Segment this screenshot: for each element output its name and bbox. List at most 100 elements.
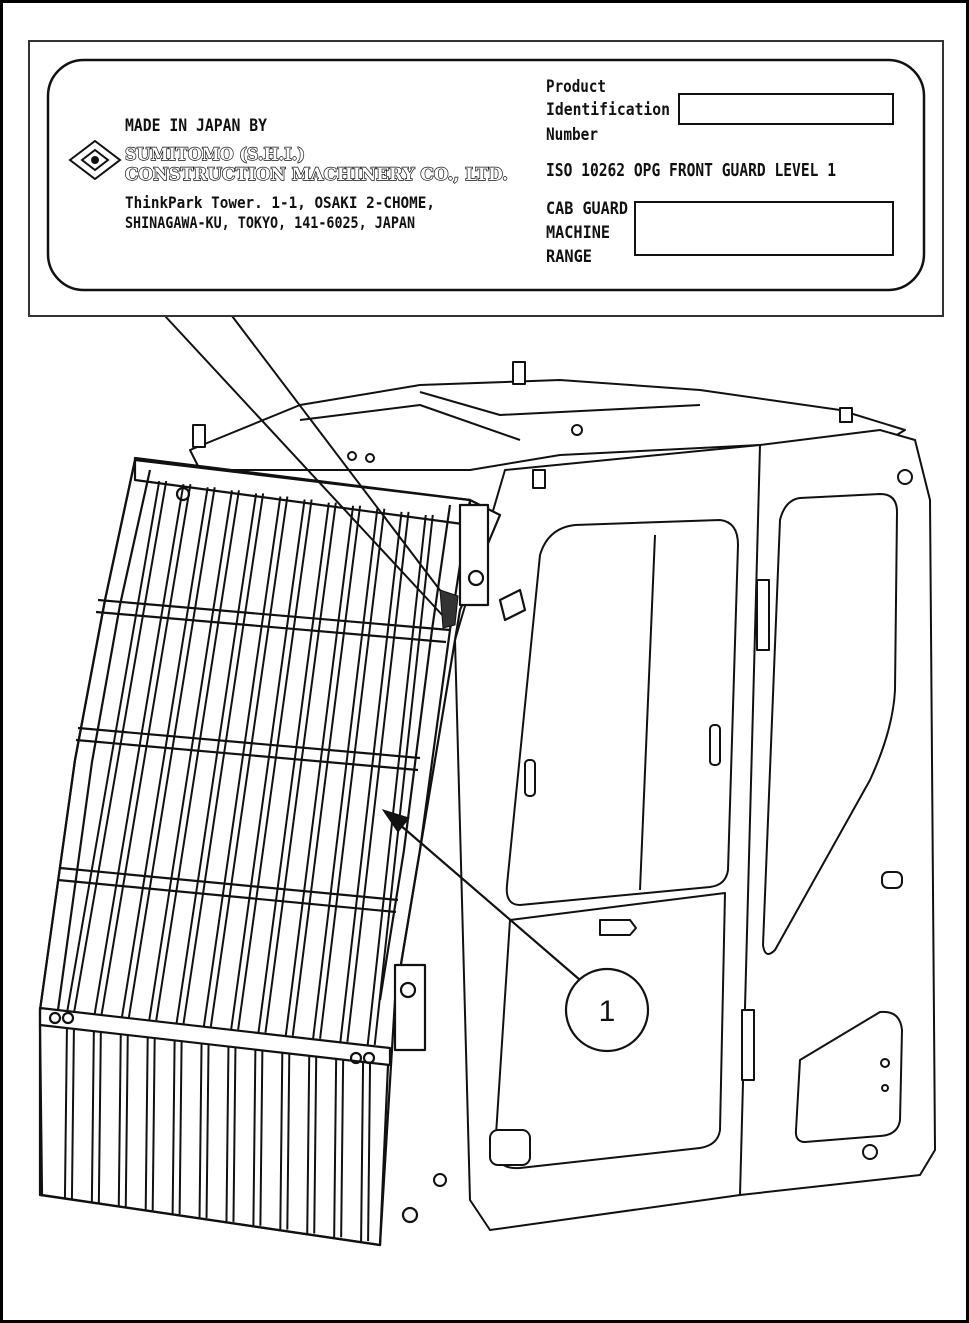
guard-lower-bar — [124, 1034, 129, 1207]
guard-lower-bar — [144, 1037, 149, 1211]
roof-fitting — [839, 407, 853, 423]
guard-lower-bar — [340, 1058, 345, 1238]
callout-leader-line — [391, 817, 581, 981]
guard-lower-bar — [70, 1028, 75, 1199]
cab-knob — [881, 871, 903, 889]
callout-arrow-head — [381, 809, 410, 833]
cab-hinge — [756, 579, 770, 651]
cab-label-1: CAB GUARD — [546, 199, 628, 219]
cab-hinge — [741, 1009, 755, 1081]
guard-vertical-bar — [284, 505, 355, 1036]
guard-vertical-bar — [66, 480, 161, 1012]
cab-bolt — [881, 1084, 889, 1092]
guard-lower-bar — [205, 1043, 210, 1219]
cab-step — [489, 1129, 531, 1166]
guard-vertical-bar — [264, 502, 337, 1033]
guard-bolt — [61, 1011, 75, 1025]
cab-handle — [709, 724, 721, 766]
guard-lower-frame — [38, 1024, 390, 1247]
roof-fitting — [532, 469, 546, 489]
cab-bolt — [897, 469, 913, 485]
guard-lower-bar — [171, 1040, 176, 1215]
pin-value-box — [678, 93, 894, 125]
cab-label-2: MACHINE — [546, 223, 610, 243]
cab-latch — [599, 919, 637, 936]
cab-handle — [524, 759, 536, 797]
roof-fitting — [192, 424, 206, 448]
guard-mount-tab — [498, 588, 527, 622]
cab-bolt — [880, 1058, 890, 1068]
guard-vertical-bar — [257, 502, 330, 1033]
cab-door-window — [505, 519, 739, 906]
plate-company-line2: CONSTRUCTION MACHINERY CO., LTD. — [125, 165, 508, 185]
guard-lower-bar — [178, 1040, 183, 1215]
guard-lower-bar — [198, 1043, 203, 1219]
plate-company-line1: SUMITOMO (S.H.I.) — [125, 145, 305, 165]
guard-lower-bar — [333, 1058, 338, 1238]
guard-lower-bar — [97, 1031, 102, 1203]
cab-label-3: RANGE — [546, 247, 592, 267]
guard-bottom-rail — [38, 1006, 392, 1067]
guard-vertical-bar — [120, 487, 209, 1018]
guard-lower-bar — [286, 1052, 291, 1230]
pin-label-2: Identification — [546, 100, 670, 120]
guard-vertical-bar — [230, 499, 306, 1030]
guard-bracket — [393, 963, 427, 1052]
roof-hole — [347, 451, 357, 461]
guard-vertical-bar — [182, 493, 265, 1024]
roof-ridge — [299, 404, 521, 441]
cab-rear-window — [762, 493, 898, 955]
roof-hole — [433, 1173, 447, 1187]
guard-vertical-bar — [93, 483, 185, 1015]
cab-value-box — [634, 201, 894, 256]
guard-lower-bar — [63, 1028, 68, 1199]
guard-vertical-bar — [312, 508, 379, 1039]
guard-vertical-bar — [73, 480, 168, 1012]
guard-vertical-bar — [319, 508, 386, 1039]
guard-lower-bar — [225, 1046, 230, 1222]
guard-bars-upper — [66, 480, 434, 1046]
guard-cross-bar — [75, 726, 421, 772]
guard-lower-bar — [252, 1049, 257, 1226]
guard-bolt — [362, 1051, 376, 1065]
guard-bolt — [467, 569, 485, 587]
guard-vertical-bar — [339, 511, 403, 1042]
plate-made-in: MADE IN JAPAN BY — [125, 116, 268, 136]
cab-rear-panel — [794, 1010, 903, 1143]
plate-address-line2: SHINAGAWA-KU, TOKYO, 141-6025, JAPAN — [125, 213, 415, 232]
cab-right-side — [454, 429, 936, 1231]
guard-lower-bar — [367, 1061, 372, 1242]
guard-vertical-bar — [373, 514, 434, 1046]
guard-vertical-bar — [100, 483, 192, 1015]
guard-lower-bar — [279, 1052, 284, 1230]
guard-lower-bar — [90, 1031, 95, 1203]
pin-label-3: Number — [546, 125, 598, 145]
pin-label-1: Product — [546, 77, 606, 97]
guard-vertical-bar — [127, 487, 216, 1018]
roof-fitting — [512, 361, 526, 385]
guard-bolt — [401, 1206, 419, 1224]
guard-vertical-bar — [366, 514, 427, 1046]
guard-lower-bar — [259, 1049, 264, 1226]
plate-address-line1: ThinkPark Tower. 1-1, OSAKI 2-CHOME, — [125, 193, 435, 212]
guard-bars-lower — [63, 1028, 372, 1242]
guard-vertical-bar — [291, 505, 362, 1036]
guard-vertical-bar — [237, 499, 313, 1030]
roof-hole — [365, 453, 375, 463]
guard-lower-bar — [232, 1046, 237, 1222]
guard-bracket — [458, 503, 490, 607]
guard-vertical-bar — [202, 496, 282, 1027]
guard-lower-bar — [117, 1034, 122, 1207]
guard-bolt — [349, 1051, 363, 1065]
guard-bolt — [399, 981, 417, 999]
cab-bolt — [862, 1144, 878, 1160]
guard-lower-bar — [306, 1055, 311, 1234]
guard-vertical-bar — [148, 490, 233, 1021]
cab-door-window-divider — [639, 534, 656, 891]
guard-lower-bar — [313, 1055, 318, 1234]
sumitomo-diamond-logo-icon — [68, 139, 122, 181]
guard-bolt — [48, 1011, 62, 1025]
